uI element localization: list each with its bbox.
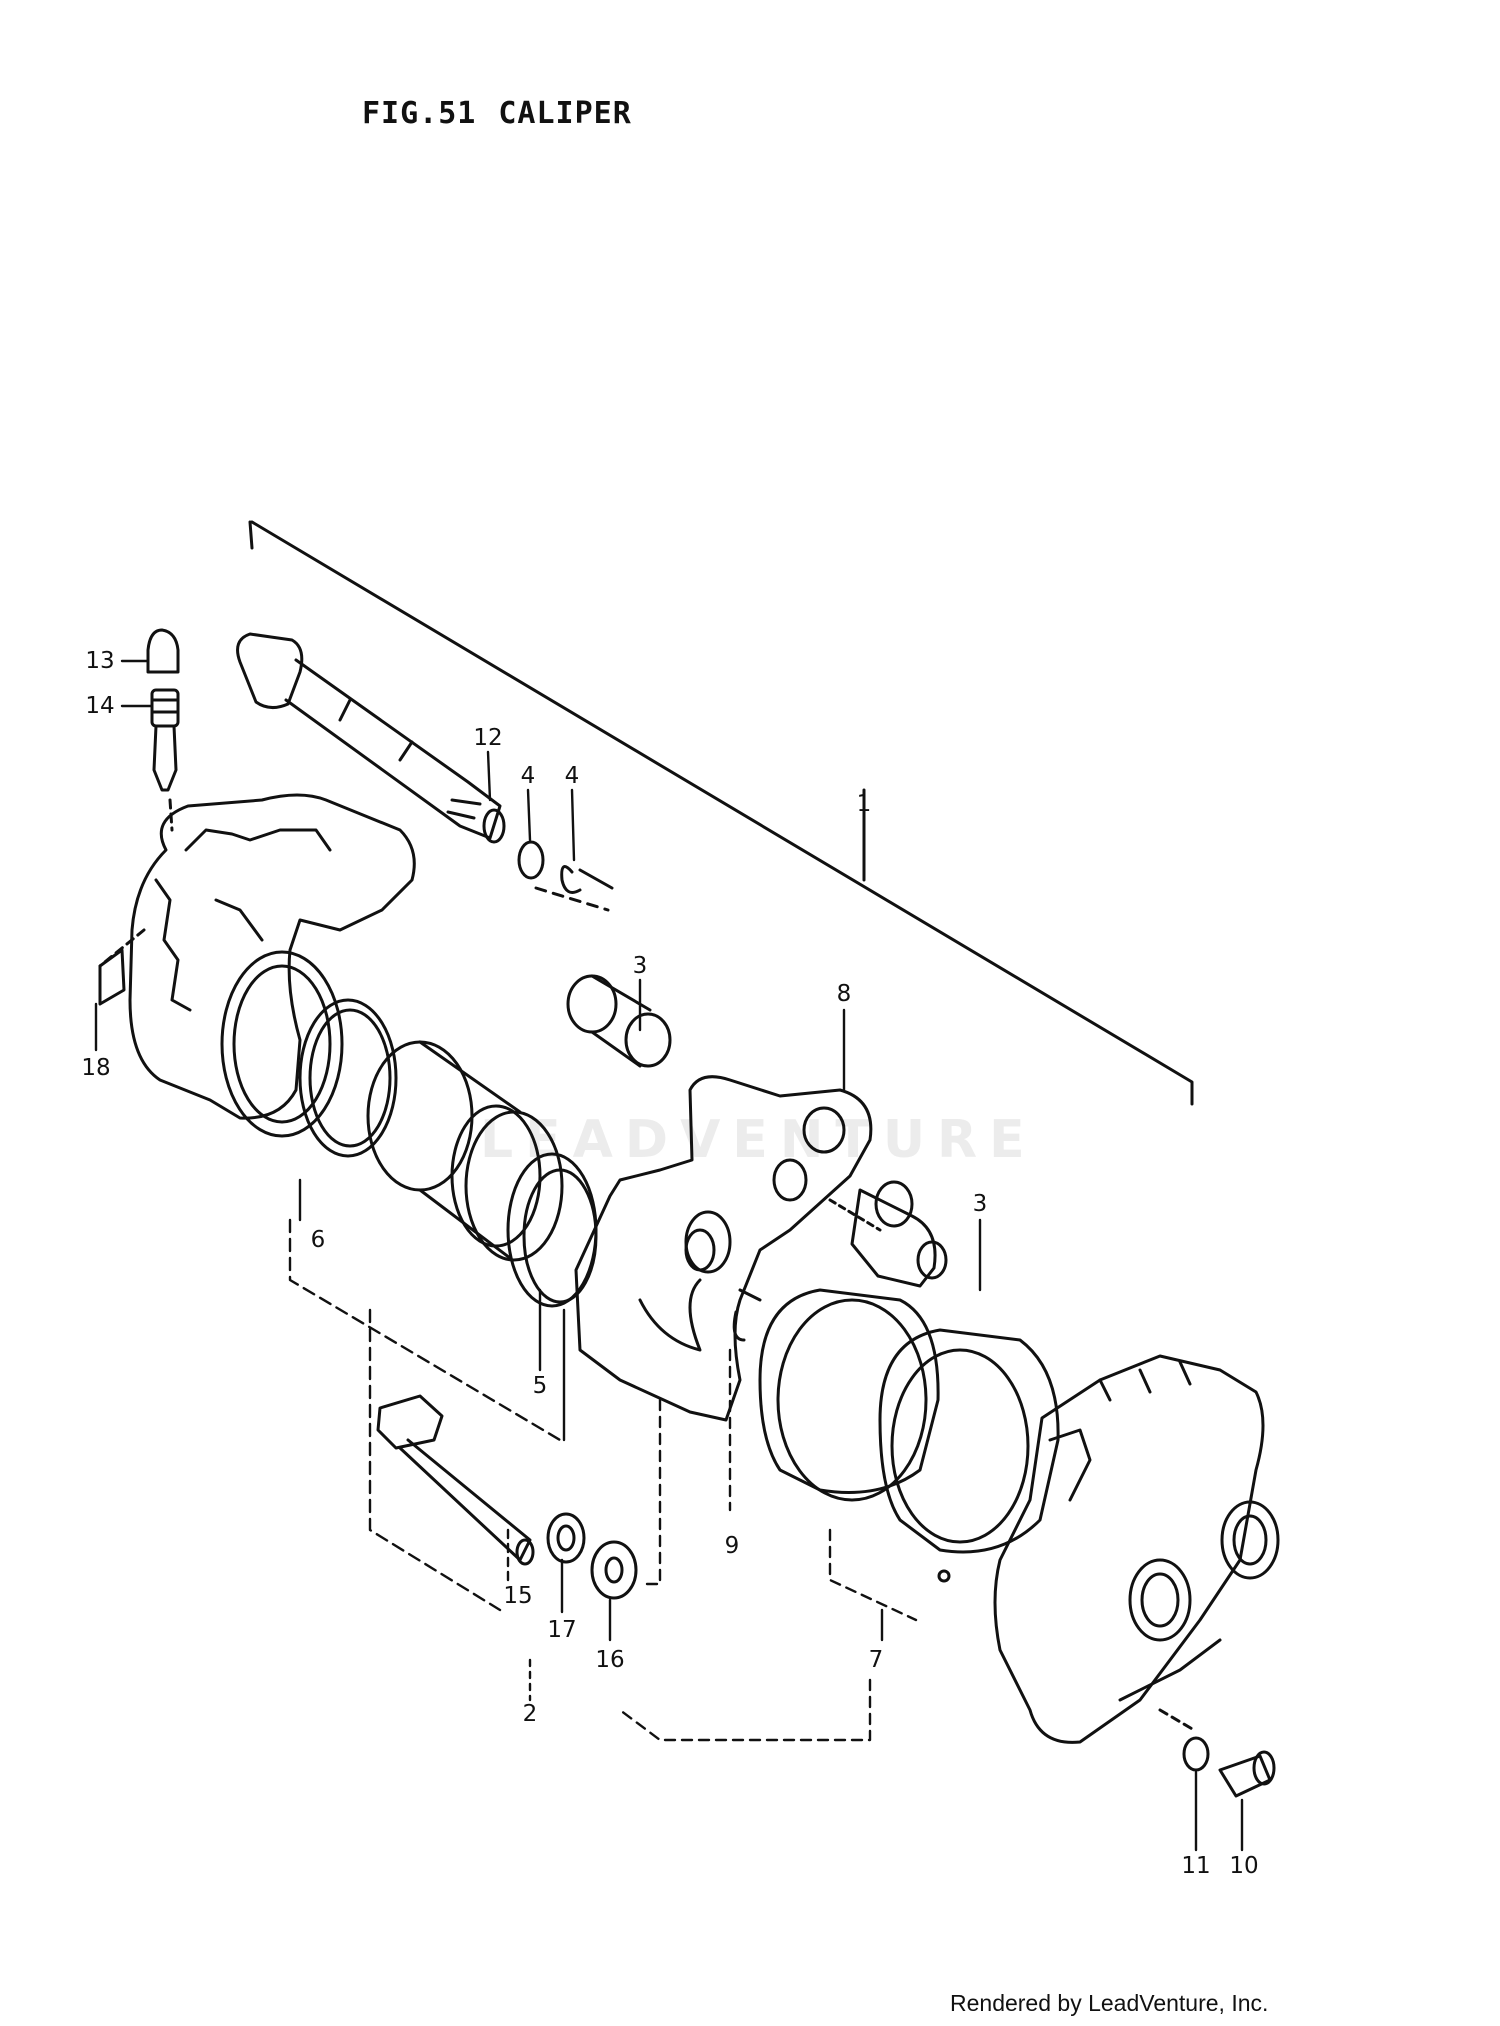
piston: [366, 1040, 564, 1262]
callout-9: 9: [724, 1533, 740, 1559]
callout-7: 7: [868, 1647, 884, 1673]
callout-18: 18: [81, 1055, 111, 1081]
leader-lines: [94, 659, 1244, 1852]
callout-15: 15: [503, 1583, 533, 1609]
callout-16: 16: [595, 1647, 625, 1673]
callout-1: 1: [856, 791, 872, 817]
bleeder-screw: [150, 688, 180, 832]
assembly-bracket: [248, 520, 1194, 1106]
callout-4-right: 4: [564, 763, 580, 789]
callout-10: 10: [1229, 1853, 1259, 1879]
bleeder-cap: [146, 628, 180, 674]
callout-11: 11: [1181, 1853, 1211, 1879]
callout-3-lower: 3: [972, 1191, 988, 1217]
callout-3-upper: 3: [632, 953, 648, 979]
slide-pin: [236, 632, 506, 844]
callout-12: 12: [473, 725, 503, 751]
callout-6: 6: [310, 1227, 326, 1253]
piston-seal: [298, 998, 398, 1158]
brake-pad-outer: [878, 1328, 1060, 1583]
figure-number: FIG.51: [362, 96, 477, 131]
small-washer: [1182, 1736, 1210, 1772]
callout-8: 8: [836, 981, 852, 1007]
brake-pad-inner: [758, 1288, 940, 1502]
figure-title: FIG.51 CALIPER: [362, 96, 654, 131]
callout-4-left: 4: [520, 763, 536, 789]
callout-2: 2: [522, 1701, 538, 1727]
sleeve-small: [874, 1180, 914, 1228]
callout-5: 5: [532, 1373, 548, 1399]
callout-13: 13: [85, 648, 115, 674]
caliper-body-outer: [98, 793, 416, 1138]
caliper-bracket: [574, 1075, 948, 1422]
mounting-bolt: [376, 1394, 535, 1566]
small-screw: [1218, 1750, 1276, 1798]
lock-washer: [546, 1512, 586, 1564]
sleeve: [566, 974, 672, 1068]
washer: [590, 1540, 638, 1600]
caliper-body-right: [993, 1354, 1280, 1744]
callout-14: 14: [85, 693, 115, 719]
figure-name: CALIPER: [498, 96, 632, 131]
render-credit: Rendered by LeadVenture, Inc.: [950, 1990, 1269, 2016]
circlip: [560, 865, 582, 894]
o-ring: [517, 840, 545, 880]
callout-17: 17: [547, 1617, 577, 1643]
